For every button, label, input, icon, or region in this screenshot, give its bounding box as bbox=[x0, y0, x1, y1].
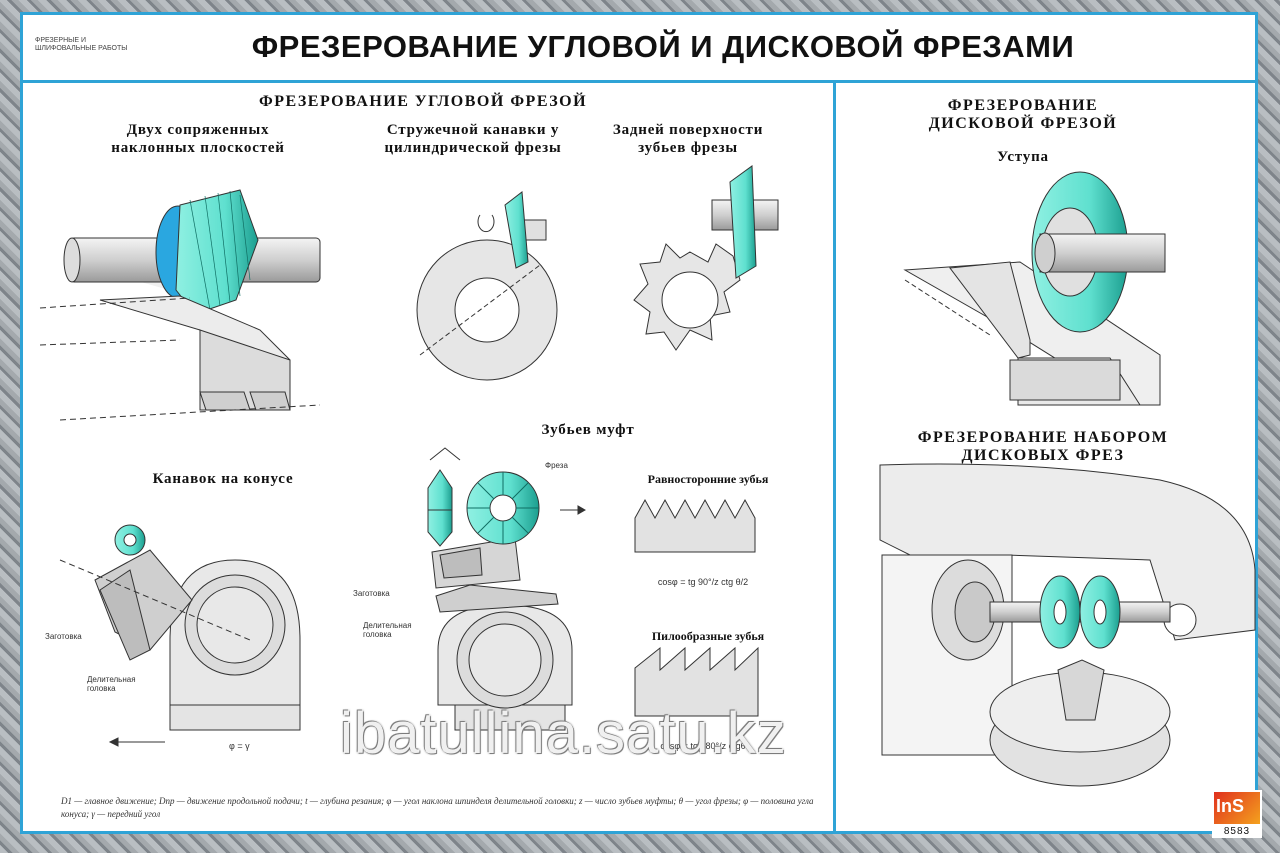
fig7-gang-cutters-drawing bbox=[879, 463, 1256, 787]
fig1-angular-cutter-drawing bbox=[39, 189, 321, 421]
right-section2-title: ФРЕЗЕРОВАНИЕ НАБОРОМ ДИСКОВЫХ ФРЕЗ bbox=[917, 429, 1169, 464]
publisher-logo: InS 8583 bbox=[1212, 790, 1262, 838]
page-title: ФРЕЗЕРОВАНИЕ УГЛОВОЙ И ДИСКОВОЙ ФРЕЗАМИ bbox=[251, 29, 1075, 64]
fig6-title: Уступа bbox=[997, 149, 1049, 165]
fig2-chip-groove-drawing bbox=[416, 191, 558, 381]
label-freza: Фреза bbox=[545, 461, 568, 470]
phi-equals-gamma: φ = γ bbox=[229, 741, 250, 751]
gear-cutter bbox=[466, 471, 540, 545]
label-zagotovka-1: Заготовка bbox=[45, 632, 82, 641]
legend-caption: D1 — главное движение; Dпр — движение пр… bbox=[61, 796, 814, 819]
label-del-golovka-2: Делительная головка bbox=[363, 621, 412, 639]
left-section-title: ФРЕЗЕРОВАНИЕ УГЛОВОЙ ФРЕЗОЙ bbox=[258, 93, 588, 110]
fig6-step-drawing bbox=[903, 171, 1166, 406]
header-bar: ФРЕЗЕРНЫЕ И ШЛИФОВАЛЬНЫЕ РАБОТЫ ФРЕЗЕРОВ… bbox=[23, 15, 1255, 83]
fig5-title: Зубьев муфт bbox=[541, 422, 635, 438]
fig4-cone-grooves-drawing bbox=[59, 524, 301, 747]
formula-equal: cosφ = tg 90°/z ctg θ/2 bbox=[657, 577, 749, 587]
formula-saw: cosφ = tg 180°/z ctgθ bbox=[660, 741, 746, 751]
fig5-sub-equal: Равносторонние зубья bbox=[647, 472, 769, 486]
logo-text: InS bbox=[1216, 796, 1245, 816]
column-divider bbox=[833, 80, 836, 832]
fig5-clutch-teeth-drawing bbox=[427, 447, 759, 731]
right-section-title: ФРЕЗЕРОВАНИЕ ДИСКОВОЙ ФРЕЗОЙ bbox=[928, 97, 1118, 132]
poster-tag: ФРЕЗЕРНЫЕ И ШЛИФОВАЛЬНЫЕ РАБОТЫ bbox=[35, 37, 128, 52]
disk-cutter bbox=[1031, 171, 1166, 333]
label-del-golovka-1: Делительная головка bbox=[87, 675, 136, 693]
fig1-title: Двух сопряженных наклонных плоскостей bbox=[111, 122, 285, 156]
fig5-sub-saw: Пилообразные зубья bbox=[651, 629, 765, 643]
logo-number: 8583 bbox=[1212, 826, 1262, 838]
label-zagotovka-2: Заготовка bbox=[353, 589, 390, 598]
fig4-title: Канавок на конусе bbox=[152, 471, 294, 487]
watermark: ibatullina.satu.kz bbox=[340, 701, 787, 766]
fig3-title: Задней поверхности зубьев фрезы bbox=[612, 122, 764, 156]
fig3-tooth-back-drawing bbox=[633, 165, 779, 351]
fig2-title: Стружечной канавки у цилиндрической фрез… bbox=[384, 122, 562, 156]
